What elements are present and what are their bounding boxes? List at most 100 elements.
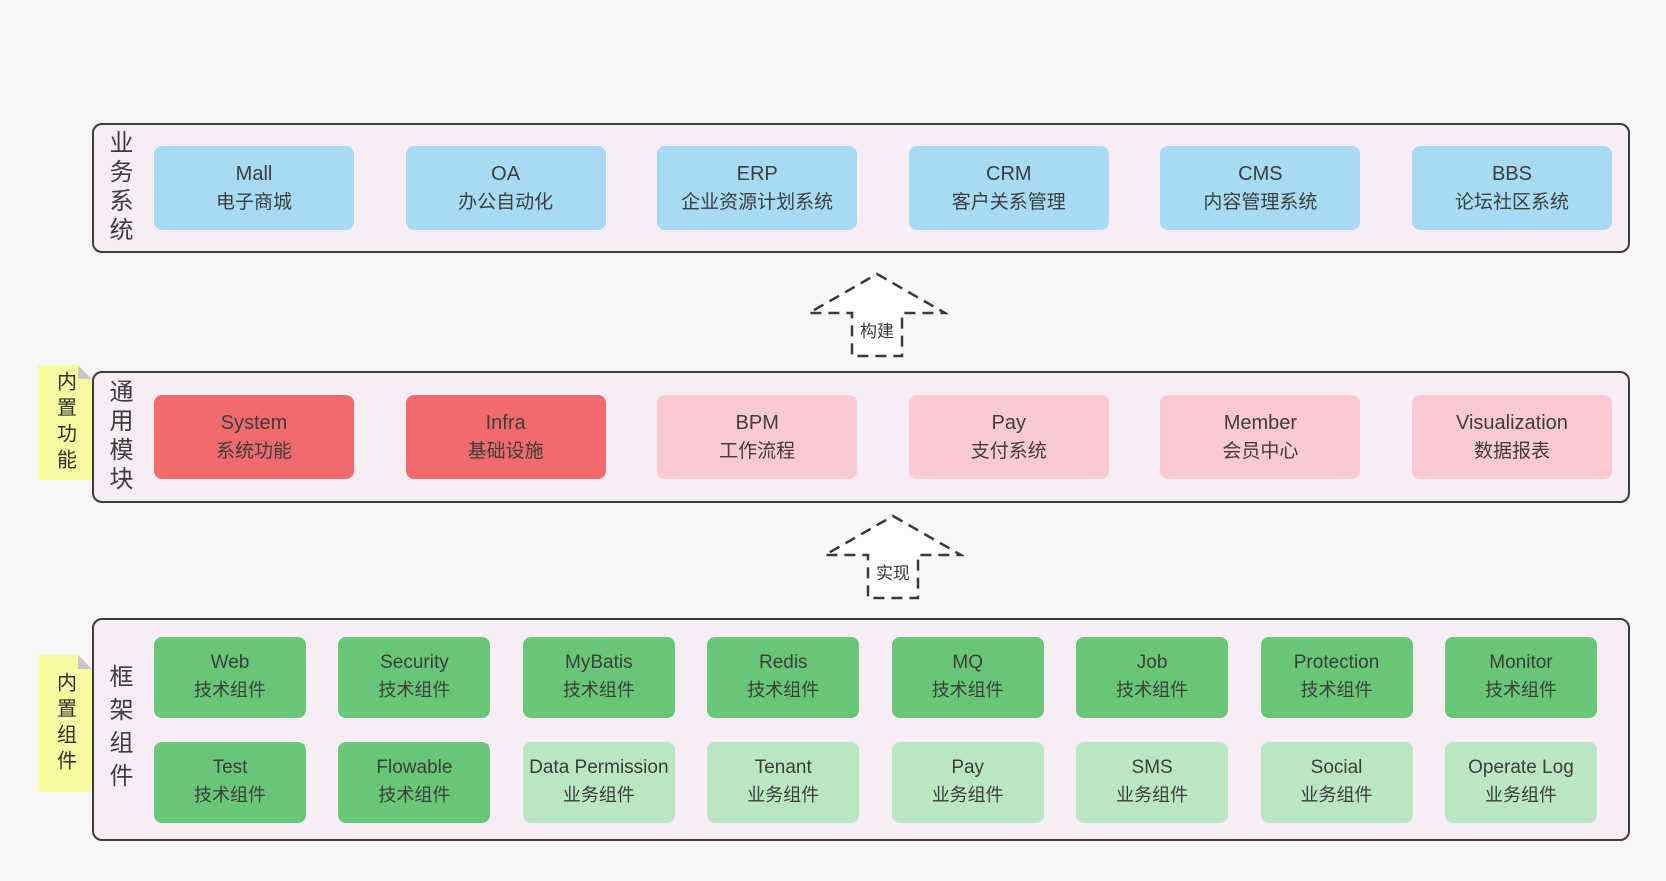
box-title: Pay — [991, 411, 1027, 434]
tab-label: 内置功能 — [53, 370, 76, 475]
diagram-box-member: Member 会员中心 — [1160, 395, 1361, 479]
box-subtitle: 技术组件 — [378, 785, 451, 806]
folded-corner-icon — [78, 365, 92, 379]
diagram-box-security: Security 技术组件 — [338, 636, 491, 718]
section-label: 框架组件 — [105, 663, 132, 796]
diagram-box-protection: Protection 技术组件 — [1260, 636, 1413, 718]
box-title: CMS — [1238, 162, 1283, 185]
up-arrow-icon — [822, 514, 964, 600]
box-title: Member — [1223, 411, 1298, 434]
box-title: Web — [210, 652, 250, 674]
box-title: OA — [491, 162, 521, 185]
box-subtitle: 技术组件 — [1484, 680, 1557, 701]
arrow-label-text: 构建 — [858, 322, 896, 341]
arrow-label: 构建 — [806, 317, 948, 342]
diagram-box-monitor: Monitor 技术组件 — [1444, 636, 1597, 718]
box-title: Protection — [1293, 652, 1380, 674]
box-title: SMS — [1131, 757, 1173, 779]
box-subtitle: 系统功能 — [215, 440, 292, 462]
box-title: BPM — [735, 411, 779, 434]
diagram-box-bpm: BPM 工作流程 — [657, 395, 858, 479]
box-subtitle: 技术组件 — [194, 680, 266, 701]
diagram-box-infra: Infra 基础设施 — [405, 395, 606, 479]
diagram-box-test: Test 技术组件 — [154, 741, 306, 823]
box-title: Monitor — [1489, 652, 1553, 674]
box-subtitle: 技术组件 — [194, 785, 266, 806]
box-title: Infra — [485, 411, 526, 434]
box-subtitle: 企业资源计划系统 — [681, 191, 834, 213]
box-title: Job — [1136, 652, 1168, 674]
box-subtitle: 业务组件 — [1116, 785, 1189, 806]
box-subtitle: 电子商城 — [215, 191, 292, 213]
box-title: Redis — [758, 652, 808, 674]
section-label: 通用模块 — [105, 379, 132, 495]
diagram-box-redis: Redis 技术组件 — [707, 636, 860, 718]
box-title: MQ — [952, 652, 983, 674]
box-subtitle: 基础设施 — [467, 440, 544, 462]
diagram-box-system: System 系统功能 — [154, 395, 354, 479]
box-subtitle: 业务组件 — [747, 785, 820, 806]
box-title: Social — [1310, 757, 1363, 779]
diagram-box-mall: Mall 电子商城 — [154, 146, 354, 230]
box-title: Test — [212, 757, 248, 779]
sticky-tab-builtin-features: 内置功能 — [38, 365, 92, 480]
box-subtitle: 技术组件 — [562, 680, 635, 701]
box-subtitle: 技术组件 — [747, 680, 820, 701]
box-title: BBS — [1491, 162, 1532, 185]
box-title: Data Permission — [529, 757, 669, 779]
sticky-tab-builtin-components: 内置组件 — [38, 655, 92, 792]
diagram-box-job: Job 技术组件 — [1076, 636, 1229, 718]
box-subtitle: 工作流程 — [719, 440, 796, 462]
diagram-box-pay: Pay 业务组件 — [891, 741, 1044, 823]
box-title: Security — [380, 652, 449, 674]
diagram-box-social: Social 业务组件 — [1260, 741, 1413, 823]
box-subtitle: 论坛社区系统 — [1454, 191, 1569, 213]
diagram-box-web: Web 技术组件 — [154, 636, 306, 718]
diagram-box-bbs: BBS 论坛社区系统 — [1411, 146, 1612, 230]
box-subtitle: 业务组件 — [1300, 785, 1373, 806]
arrow-label-text: 实现 — [874, 564, 912, 583]
box-subtitle: 业务组件 — [562, 785, 635, 806]
diagram-box-data-permission: Data Permission 业务组件 — [522, 741, 675, 823]
build-arrow: 构建 — [806, 272, 948, 358]
up-arrow-icon — [806, 272, 948, 358]
diagram-box-mq: MQ 技术组件 — [891, 636, 1044, 718]
box-subtitle: 会员中心 — [1222, 440, 1299, 462]
box-title: Pay — [951, 757, 985, 779]
diagram-box-operate-log: Operate Log 业务组件 — [1444, 741, 1597, 823]
box-subtitle: 业务组件 — [1484, 785, 1557, 806]
diagram-box-cms: CMS 内容管理系统 — [1160, 146, 1361, 230]
section-label: 业务系统 — [105, 130, 132, 246]
box-title: Mall — [235, 162, 273, 185]
box-subtitle: 技术组件 — [1116, 680, 1189, 701]
box-title: Operate Log — [1468, 757, 1574, 779]
box-title: CRM — [986, 162, 1032, 185]
box-subtitle: 技术组件 — [378, 680, 451, 701]
box-title: Visualization — [1456, 411, 1568, 434]
box-subtitle: 技术组件 — [1300, 680, 1373, 701]
arrow-label: 实现 — [822, 559, 964, 584]
box-subtitle: 内容管理系统 — [1203, 191, 1318, 213]
implement-arrow: 实现 — [822, 514, 964, 600]
box-subtitle: 业务组件 — [931, 785, 1004, 806]
box-title: System — [220, 411, 288, 434]
box-subtitle: 技术组件 — [931, 680, 1004, 701]
